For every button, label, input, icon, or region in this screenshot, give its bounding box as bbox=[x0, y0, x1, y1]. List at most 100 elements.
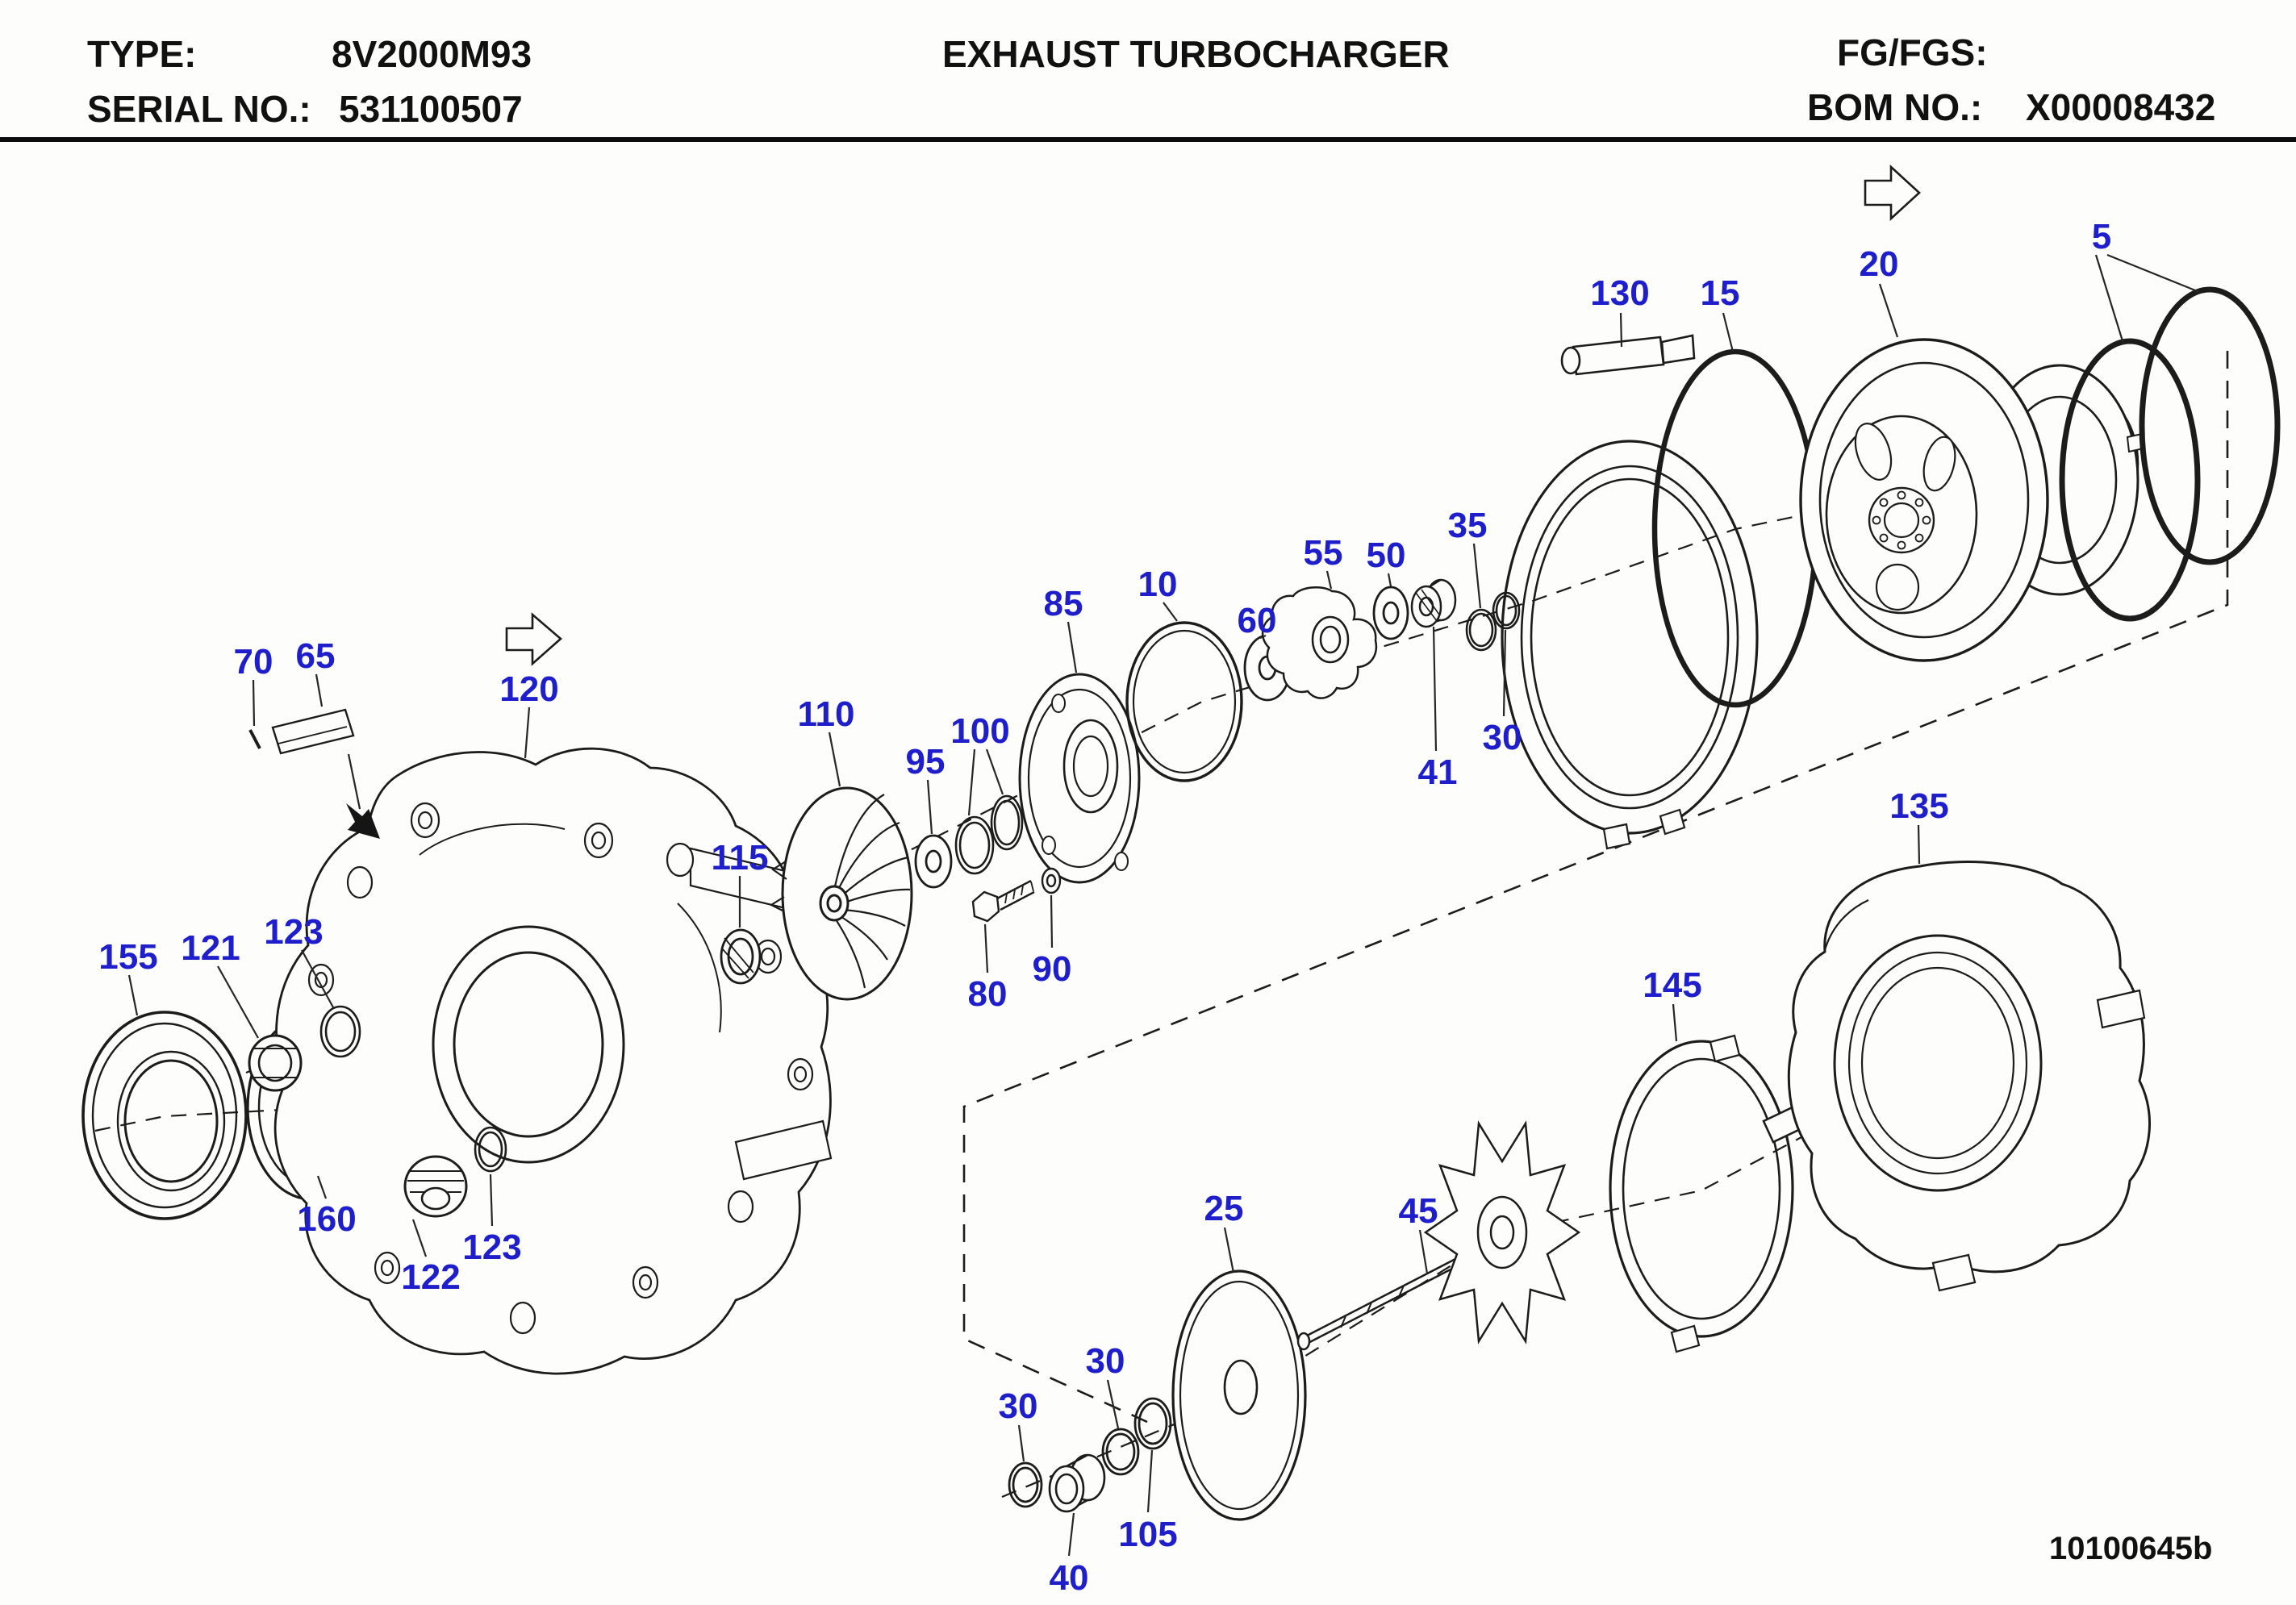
insert-direction-arrow-icon bbox=[346, 803, 380, 839]
callout-leader-130 bbox=[1619, 312, 1623, 348]
reference-arrow-icon-left bbox=[505, 612, 562, 666]
bom-value: X00008432 bbox=[2026, 86, 2216, 128]
callout-leader-45 bbox=[1418, 1229, 1429, 1274]
callout-10: 10 bbox=[1138, 565, 1178, 604]
callout-121: 121 bbox=[181, 928, 240, 968]
callout-leader-5 bbox=[2094, 254, 2125, 344]
callout-123: 123 bbox=[462, 1228, 521, 1267]
ring-105-drawing bbox=[1133, 1397, 1172, 1450]
compressor-housing-120-drawing bbox=[273, 747, 833, 1375]
callout-41: 41 bbox=[1418, 752, 1458, 792]
callout-leader-70 bbox=[252, 679, 256, 727]
callout-leader-155 bbox=[127, 974, 139, 1016]
callout-leader-20 bbox=[1878, 283, 1899, 338]
type-value: 8V2000M93 bbox=[332, 33, 532, 75]
callout-leader-122 bbox=[411, 1219, 428, 1257]
callout-leader-110 bbox=[828, 732, 841, 787]
clamp-145-drawing bbox=[1609, 1034, 1811, 1353]
ring-35-drawing bbox=[1465, 608, 1497, 652]
serial-label: SERIAL NO.: bbox=[87, 88, 311, 130]
callout-leader-145 bbox=[1672, 1003, 1678, 1042]
callout-90: 90 bbox=[1033, 949, 1072, 989]
bolt-80-drawing bbox=[971, 879, 1035, 923]
callout-leader-41 bbox=[1432, 626, 1438, 752]
callout-95: 95 bbox=[906, 742, 946, 782]
callout-60: 60 bbox=[1238, 601, 1277, 640]
callout-leader-35 bbox=[1472, 543, 1482, 609]
callout-leader-80 bbox=[983, 923, 989, 973]
sealing-ring-123-upper-drawing bbox=[319, 1005, 361, 1058]
callout-leader-105 bbox=[1146, 1449, 1154, 1513]
bushing-40-drawing bbox=[1048, 1453, 1106, 1513]
vband-seal-ring-155-drawing bbox=[81, 1011, 248, 1220]
callout-leader-30 bbox=[1502, 629, 1507, 717]
callout-130: 130 bbox=[1590, 273, 1649, 313]
header-divider bbox=[0, 137, 2296, 142]
callout-leader-55 bbox=[1325, 570, 1333, 590]
callout-15: 15 bbox=[1701, 273, 1740, 313]
callout-110: 110 bbox=[798, 694, 855, 734]
callout-115: 115 bbox=[712, 838, 769, 878]
heat-shield-25-drawing bbox=[1171, 1269, 1307, 1521]
page-title: EXHAUST TURBOCHARGER bbox=[942, 33, 1450, 75]
callout-leader-15 bbox=[1722, 312, 1735, 352]
plate-65-drawing bbox=[271, 708, 355, 755]
callout-leader-50 bbox=[1387, 573, 1392, 587]
washer-95-drawing bbox=[914, 834, 953, 889]
callout-leader-123 bbox=[301, 949, 334, 1008]
callout-leader-100 bbox=[985, 748, 1004, 795]
callout-leader-30 bbox=[1017, 1424, 1025, 1462]
callout-leader-160 bbox=[316, 1175, 328, 1199]
reference-arrow-icon-top bbox=[1864, 165, 1921, 221]
callout-65: 65 bbox=[296, 636, 336, 676]
ring-30-upper-drawing bbox=[1492, 591, 1521, 630]
callout-leader-100 bbox=[967, 748, 976, 816]
ring-30-mid-drawing bbox=[1101, 1428, 1140, 1476]
callout-135: 135 bbox=[1889, 786, 1948, 826]
callout-30: 30 bbox=[1483, 718, 1522, 757]
compressor-wheel-110-drawing bbox=[769, 786, 913, 1001]
plug-122-drawing bbox=[403, 1155, 468, 1218]
dashed-boundary bbox=[962, 351, 2229, 1424]
rings-100-drawing bbox=[954, 794, 1024, 875]
lock-plate-55-drawing bbox=[1262, 586, 1378, 699]
type-label: TYPE: bbox=[87, 33, 197, 75]
callout-120: 120 bbox=[499, 669, 558, 709]
turbine-shaft-45-drawing bbox=[1296, 1120, 1581, 1351]
callout-30: 30 bbox=[1086, 1341, 1125, 1381]
callout-leader-85 bbox=[1067, 621, 1078, 673]
fg-label: FG/FGS: bbox=[1837, 31, 1988, 73]
sealing-ring-123-lower-drawing bbox=[474, 1126, 507, 1173]
serial-value: 531100507 bbox=[339, 88, 523, 130]
callout-25: 25 bbox=[1204, 1189, 1244, 1228]
callout-30: 30 bbox=[999, 1386, 1038, 1426]
shaft-nut-41-drawing bbox=[1410, 578, 1457, 628]
callout-leader-5 bbox=[2106, 253, 2200, 294]
callout-35: 35 bbox=[1448, 506, 1488, 545]
callout-leader-123 bbox=[489, 1174, 494, 1227]
callout-85: 85 bbox=[1044, 584, 1083, 623]
drawing-number: 10100645b bbox=[2049, 1531, 2213, 1566]
washer-90-drawing bbox=[1041, 867, 1062, 894]
washer-50-drawing bbox=[1372, 586, 1409, 640]
callout-leader-10 bbox=[1163, 602, 1178, 622]
callout-5: 5 bbox=[2092, 217, 2111, 256]
callout-leader-40 bbox=[1067, 1512, 1075, 1557]
callout-leader-90 bbox=[1050, 894, 1054, 948]
insert-line bbox=[347, 753, 361, 810]
callout-leader-95 bbox=[926, 779, 933, 835]
callout-leader-120 bbox=[524, 707, 531, 759]
callout-80: 80 bbox=[968, 974, 1008, 1014]
plug-121-drawing bbox=[248, 1034, 303, 1092]
callout-123: 123 bbox=[264, 912, 323, 952]
orings-5-drawing bbox=[2059, 286, 2281, 622]
callout-leader-121 bbox=[217, 965, 259, 1039]
callout-40: 40 bbox=[1050, 1558, 1089, 1598]
callout-100: 100 bbox=[950, 711, 1009, 751]
insert-disc-85-drawing bbox=[1018, 673, 1141, 884]
callout-70: 70 bbox=[234, 642, 273, 682]
callout-leader-65 bbox=[315, 673, 324, 707]
callout-122: 122 bbox=[401, 1257, 460, 1297]
callout-145: 145 bbox=[1643, 965, 1701, 1005]
